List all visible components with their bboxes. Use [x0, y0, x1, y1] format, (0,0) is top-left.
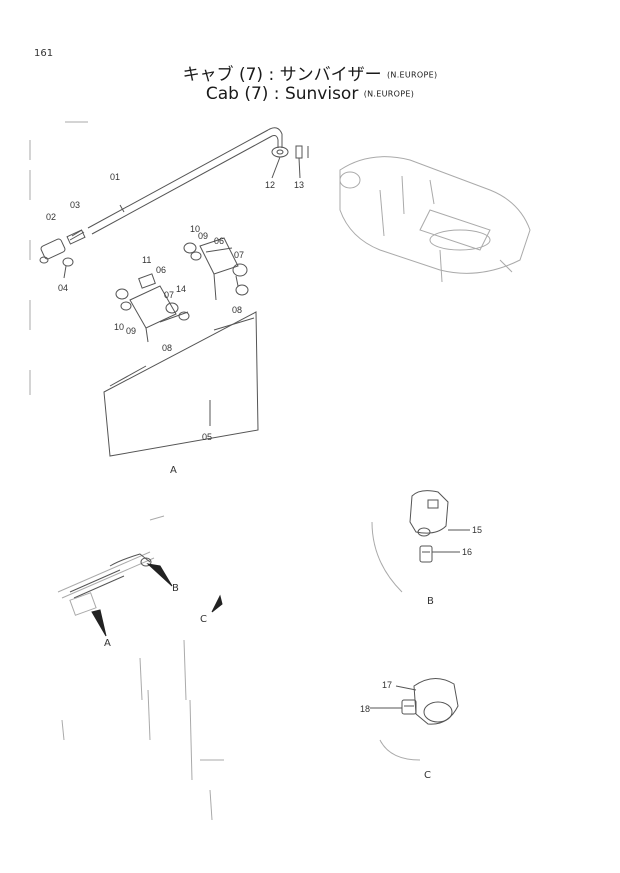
title-japanese: キャブ (7) : サンバイザー (N.EUROPE) [0, 60, 620, 85]
margin-ticks [29, 121, 88, 395]
pointer-c-label: C [200, 614, 207, 625]
pointer-a-label: A [104, 638, 111, 649]
hinge-assembly-left [115, 273, 190, 343]
callout-01: 01 [110, 172, 121, 182]
bracket-02-assembly [39, 229, 86, 279]
page-number: 161 [34, 48, 54, 59]
view-c-caption: C [424, 770, 431, 781]
callout-10-upper: 10 [190, 224, 201, 234]
callout-06-lower: 06 [156, 265, 167, 275]
title-english-region: (N.EUROPE) [363, 89, 415, 99]
hinge-assembly-right [183, 237, 249, 301]
callout-14: 14 [176, 284, 187, 294]
detail-b-clip [371, 490, 470, 593]
callout-11: 11 [142, 255, 152, 265]
callout-08-lower: 08 [162, 343, 173, 353]
callout-09-lower: 09 [126, 326, 137, 336]
callout-18: 18 [360, 704, 371, 714]
title-english-text: Cab (7) : Sunvisor [205, 84, 359, 104]
bracket-12-13 [271, 145, 309, 179]
title-english: Cab (7) : Sunvisor (N.EUROPE) [0, 84, 620, 104]
rail-01 [87, 127, 283, 235]
pointer-arrow-b [146, 563, 173, 587]
sunvisor-panel-05 [103, 311, 259, 457]
cab-overview-small [57, 515, 224, 821]
callout-10-lower: 10 [114, 322, 125, 332]
pointer-b-label: B [172, 583, 179, 594]
callout-08-upper: 08 [232, 305, 243, 315]
callout-07-lower: 07 [164, 290, 175, 300]
callout-04: 04 [58, 283, 69, 293]
callout-03: 03 [70, 200, 81, 210]
title-japanese-text: キャブ (7) : サンバイザー [182, 65, 382, 85]
callout-09-upper: 09 [198, 231, 209, 241]
callout-13: 13 [294, 180, 305, 190]
callout-06-upper: 06 [214, 236, 225, 246]
callout-07-upper: 07 [234, 250, 245, 260]
pointer-arrow-c [211, 594, 223, 613]
callout-15: 15 [472, 525, 483, 535]
callout-17: 17 [382, 680, 393, 690]
title-japanese-region: (N.EUROPE) [387, 70, 438, 80]
callout-05: 05 [202, 432, 213, 442]
pointer-arrow-a [91, 609, 107, 637]
detail-c-clamp [370, 678, 459, 761]
callout-02: 02 [46, 212, 57, 222]
view-b-caption: B [427, 596, 434, 607]
cab-shell-upper [339, 156, 531, 283]
callout-16: 16 [462, 547, 473, 557]
view-a-caption: A [170, 465, 177, 476]
callout-12: 12 [265, 180, 276, 190]
